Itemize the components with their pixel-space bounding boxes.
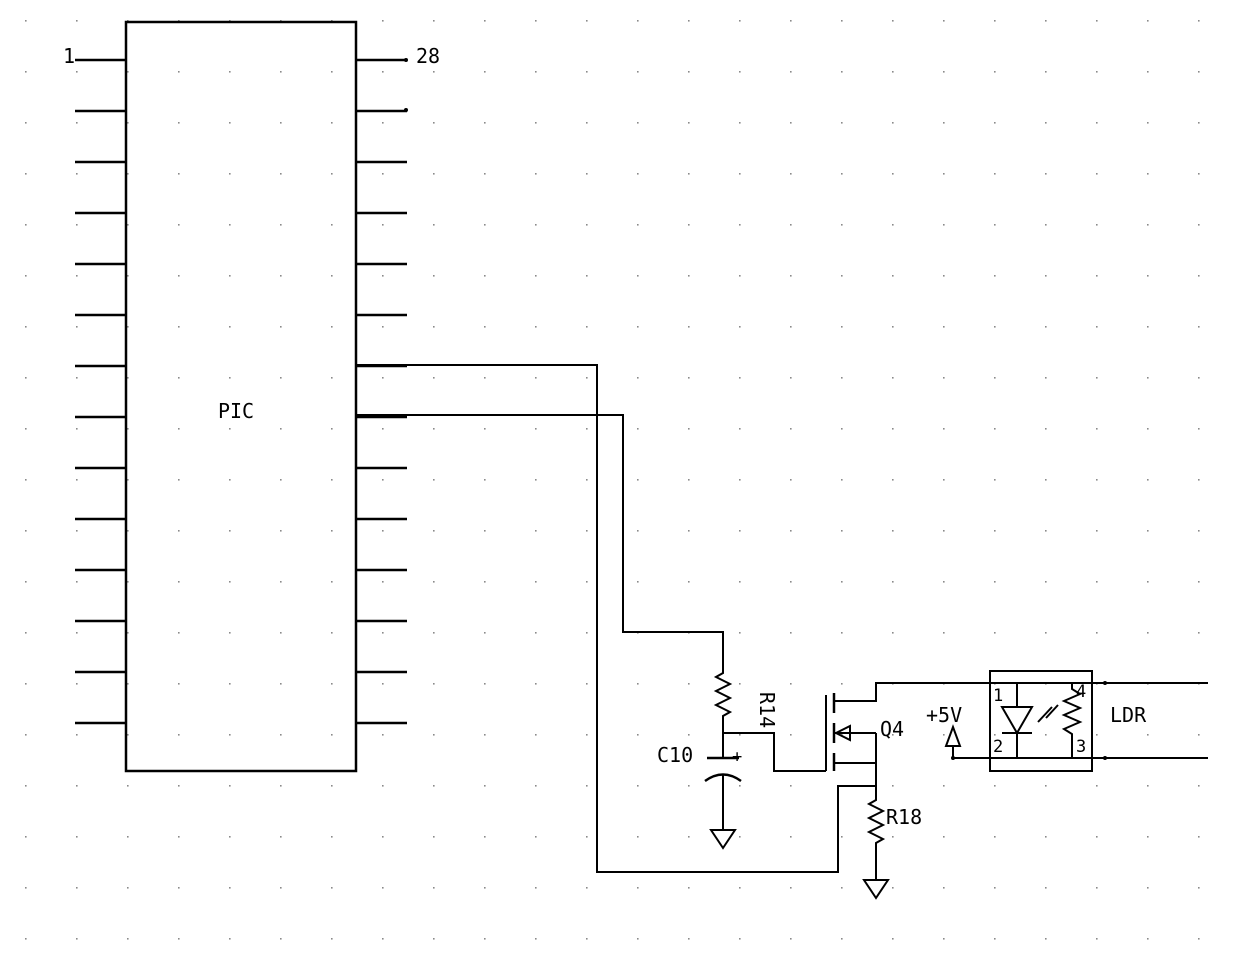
wires	[356, 364, 876, 873]
supply-5v[interactable]: +5V	[926, 703, 1208, 759]
r14-label: R14	[755, 692, 779, 728]
c10-plus-mark: +	[732, 747, 742, 767]
resistor-r18[interactable]: R18	[862, 786, 922, 900]
capacitor-c10[interactable]: + C10	[657, 743, 742, 850]
q4-label: Q4	[880, 717, 904, 741]
grid-dots	[25, 20, 1200, 940]
ldr-pin4: 4	[1076, 682, 1086, 702]
ic-pins	[75, 58, 407, 725]
ldr-pin1: 1	[993, 686, 1003, 706]
pin-1-label: 1	[63, 44, 75, 68]
pin-28-label: 28	[416, 44, 440, 68]
supply-label: +5V	[926, 703, 962, 727]
ldr-pin3: 3	[1076, 737, 1086, 757]
ldr-label: LDR	[1110, 703, 1147, 727]
ldr-component[interactable]: 1 2 3 4 LDR	[951, 670, 1147, 772]
r18-label: R18	[886, 805, 922, 829]
transistor-q4[interactable]: Q4	[825, 682, 1208, 786]
ldr-pin2: 2	[993, 737, 1003, 757]
c10-label: C10	[657, 743, 693, 767]
pic-ic[interactable]: PIC 1 28	[63, 20, 440, 773]
pic-label: PIC	[218, 399, 254, 423]
resistor-r14[interactable]: R14	[713, 668, 779, 728]
